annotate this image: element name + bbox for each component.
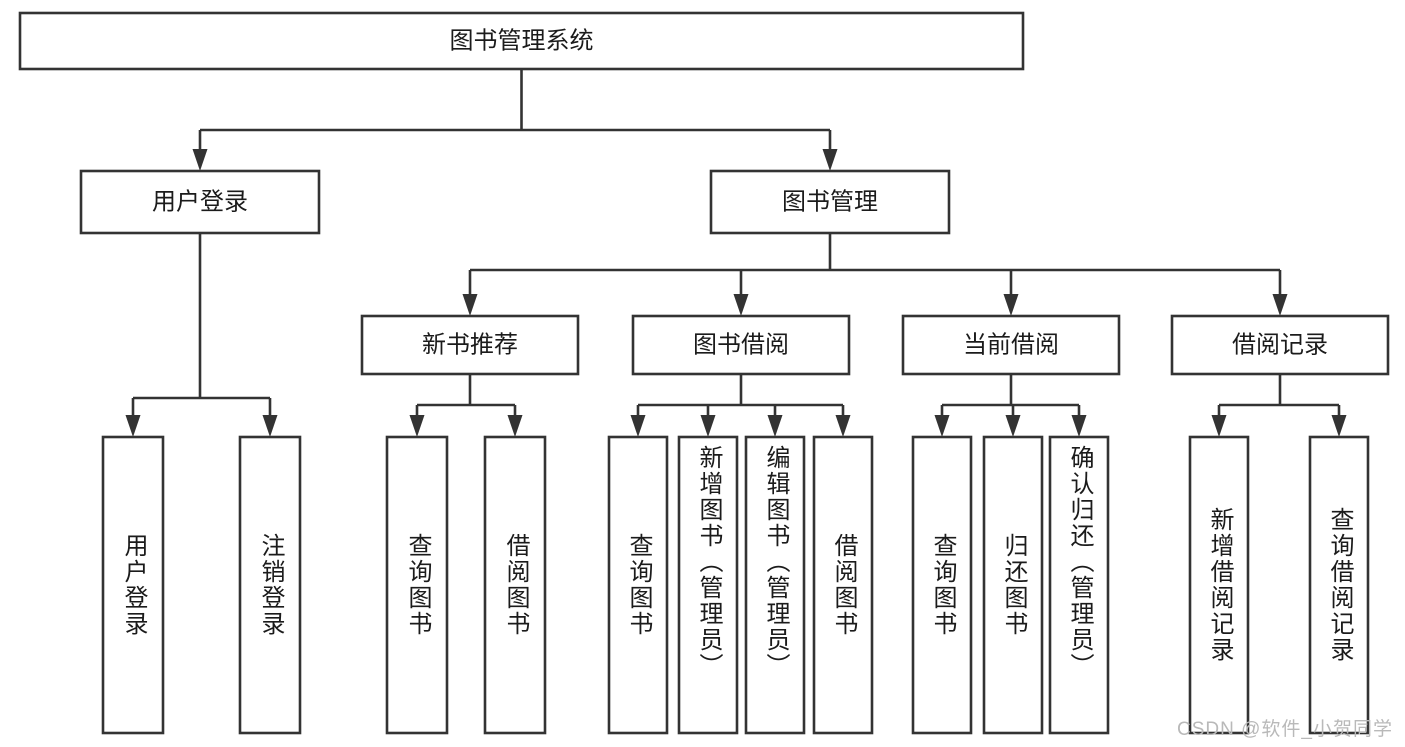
node-label: 图书管理系统 bbox=[450, 27, 594, 54]
arrow-head-icon bbox=[462, 294, 478, 316]
node-new-book-rec[interactable] bbox=[360, 314, 580, 376]
node-box[interactable] bbox=[744, 435, 806, 735]
node-label: 借阅记录 bbox=[1232, 331, 1328, 358]
arrow-head-icon bbox=[1005, 415, 1021, 437]
arrow-head-icon bbox=[1003, 294, 1019, 316]
node-box[interactable] bbox=[101, 435, 165, 735]
node-leaf-logout[interactable] bbox=[238, 435, 302, 735]
arrow-head-icon bbox=[700, 415, 716, 437]
node-book-borrow[interactable] bbox=[631, 314, 851, 376]
arrow-head-icon bbox=[507, 415, 523, 437]
arrow-head-icon bbox=[767, 415, 783, 437]
node-leaf-query-record[interactable] bbox=[1308, 435, 1370, 735]
arrow-head-icon bbox=[125, 415, 141, 437]
arrow-head-icon bbox=[835, 415, 851, 437]
node-leaf-edit-book[interactable] bbox=[744, 435, 806, 735]
node-box[interactable] bbox=[677, 435, 739, 735]
node-leaf-add-book[interactable] bbox=[677, 435, 739, 735]
node-box[interactable] bbox=[1308, 435, 1370, 735]
arrow-head-icon bbox=[1331, 415, 1347, 437]
node-box[interactable] bbox=[79, 169, 321, 235]
arrow-head-icon bbox=[1211, 415, 1227, 437]
node-box[interactable] bbox=[1048, 435, 1110, 735]
arrow-head-icon bbox=[1272, 294, 1288, 316]
node-current-borrow[interactable] bbox=[901, 314, 1121, 376]
arrow-head-icon bbox=[822, 149, 838, 171]
node-box[interactable] bbox=[901, 314, 1121, 376]
node-leaf-borrow-book-1[interactable] bbox=[483, 435, 547, 735]
arrow-head-icon bbox=[192, 149, 208, 171]
node-user-login[interactable] bbox=[79, 169, 321, 235]
node-leaf-query-book-2[interactable] bbox=[607, 435, 669, 735]
node-root[interactable] bbox=[18, 11, 1025, 71]
arrow-head-icon bbox=[733, 294, 749, 316]
node-box[interactable] bbox=[18, 11, 1025, 71]
node-box[interactable] bbox=[1170, 314, 1390, 376]
arrow-head-icon bbox=[262, 415, 278, 437]
node-box[interactable] bbox=[709, 169, 951, 235]
node-leaf-confirm-return[interactable] bbox=[1048, 435, 1110, 735]
node-box[interactable] bbox=[385, 435, 449, 735]
node-label: 图书管理 bbox=[782, 188, 878, 215]
node-box[interactable] bbox=[911, 435, 973, 735]
node-leaf-user-login[interactable] bbox=[101, 435, 165, 735]
node-box[interactable] bbox=[607, 435, 669, 735]
node-book-manage[interactable] bbox=[709, 169, 951, 235]
arrow-head-icon bbox=[409, 415, 425, 437]
node-leaf-return-book[interactable] bbox=[982, 435, 1044, 735]
node-box[interactable] bbox=[483, 435, 547, 735]
node-label: 新书推荐 bbox=[422, 331, 518, 358]
node-borrow-record[interactable] bbox=[1170, 314, 1390, 376]
arrow-head-icon bbox=[1071, 415, 1087, 437]
arrow-head-icon bbox=[934, 415, 950, 437]
node-box[interactable] bbox=[812, 435, 874, 735]
edges-layer bbox=[125, 69, 1347, 437]
node-leaf-add-record[interactable] bbox=[1188, 435, 1250, 735]
node-leaf-query-book-1[interactable] bbox=[385, 435, 449, 735]
node-leaf-query-book-3[interactable] bbox=[911, 435, 973, 735]
node-box[interactable] bbox=[631, 314, 851, 376]
node-leaf-borrow-book-2[interactable] bbox=[812, 435, 874, 735]
node-label: 用户登录 bbox=[152, 188, 248, 215]
node-box[interactable] bbox=[360, 314, 580, 376]
node-label: 当前借阅 bbox=[963, 331, 1059, 358]
node-box[interactable] bbox=[1188, 435, 1250, 735]
node-box[interactable] bbox=[982, 435, 1044, 735]
node-label: 图书借阅 bbox=[693, 331, 789, 358]
watermark-text: CSDN @软件_小贺同学 bbox=[1177, 719, 1393, 740]
node-box[interactable] bbox=[238, 435, 302, 735]
arrow-head-icon bbox=[630, 415, 646, 437]
